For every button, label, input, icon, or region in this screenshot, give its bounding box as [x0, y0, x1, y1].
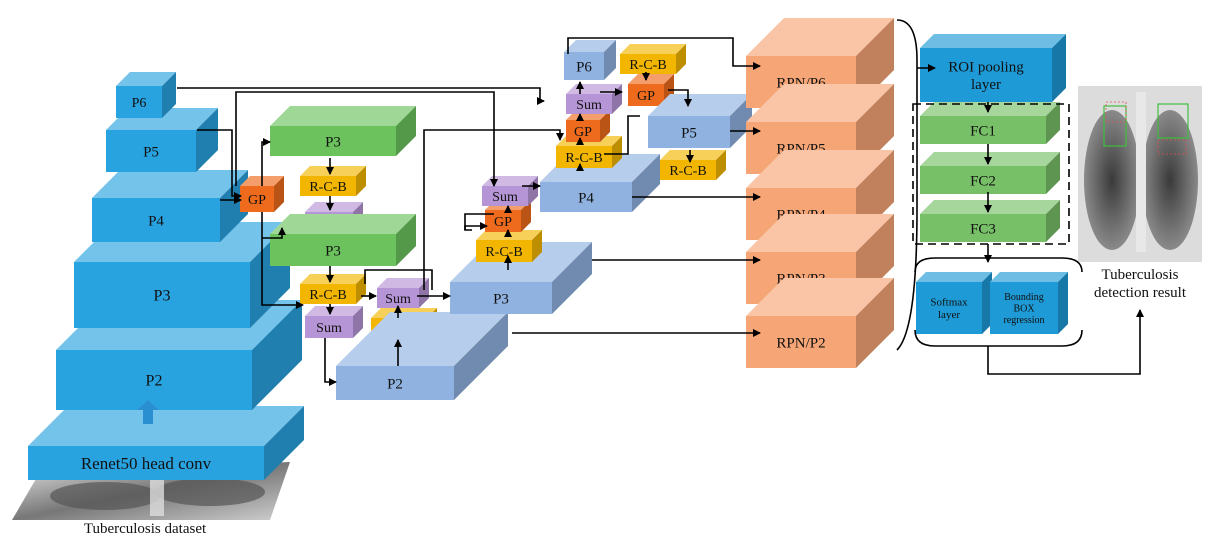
gp-box-4-label: GP [637, 89, 655, 104]
blue-p2-box-label: P2 [387, 376, 403, 392]
rcb-box-4-label: R-C-B [485, 245, 522, 260]
bbox-regression-box-label-2: BOX [1013, 304, 1035, 315]
rcb-box-1: R-C-B [300, 166, 366, 196]
fc2-box: FC2 [920, 152, 1060, 194]
result-caption-line1: Tuberculosis [1101, 267, 1179, 283]
fc3-box-label: FC3 [970, 221, 996, 237]
fc-group-box [912, 103, 1070, 245]
rcb-box-7-label: R-C-B [669, 164, 706, 179]
softmax-box-label-2: layer [938, 309, 960, 321]
fc3-box: FC3 [920, 200, 1060, 242]
gp-box-1-label: GP [248, 193, 266, 208]
bbox-regression-box-label-3: regression [1003, 315, 1044, 326]
dataset-caption: Tuberculosis dataset [83, 521, 207, 537]
blue-p3-box-label: P3 [493, 291, 509, 307]
sum-box-5-label: Sum [576, 98, 602, 113]
rcb-box-2: R-C-B [300, 274, 366, 304]
detection-box-right [1157, 103, 1189, 139]
sum-box-2-label: Sum [316, 321, 342, 336]
rcb-box-6-label: R-C-B [629, 58, 666, 73]
backbone-p4-box-label: P4 [148, 213, 164, 229]
backbone-p5-box: P5 [106, 108, 218, 172]
blue-p5-box: P5 [648, 94, 752, 148]
gp-box-3: GP [566, 110, 610, 142]
blue-p4-box-label: P4 [578, 190, 594, 206]
green-p3-top-box-label: P3 [325, 134, 341, 150]
rpn-box-5-label: RPN/P2 [776, 335, 825, 351]
backbone-p6-box-label: P6 [132, 96, 147, 111]
backbone-base-box: Renet50 head conv [28, 406, 304, 480]
backbone-base-box-label: Renet50 head conv [81, 454, 212, 473]
blue-p5-box-label: P5 [681, 125, 697, 141]
sum-box-2: Sum [305, 306, 363, 338]
blue-p2-box: P2 [336, 312, 508, 400]
softmax-box-label-1: Softmax [930, 297, 968, 309]
fc1-box-label: FC1 [970, 123, 996, 139]
backbone-p2-box-label: P2 [146, 373, 163, 390]
green-p3-bottom-box-label: P3 [325, 243, 341, 259]
bbox-regression-box-label-1: Bounding [1004, 292, 1043, 303]
backbone-p6-box: P6 [116, 72, 176, 118]
sum-box-4-label: Sum [492, 190, 518, 205]
rcb-box-1-label: R-C-B [309, 180, 346, 195]
sum-box-3: Sum [377, 278, 429, 308]
sum-box-5: Sum [566, 84, 622, 114]
backbone-p4-box: P4 [92, 170, 248, 242]
green-p3-top-box: P3 [270, 106, 416, 156]
gp-box-3-label: GP [574, 125, 592, 140]
connector-lines [137, 19, 1144, 424]
rpn-box-5: RPN/P2 [746, 278, 894, 368]
green-p3-bottom-box: P3 [270, 214, 416, 266]
blue-p6-box-label: P6 [576, 59, 592, 75]
rcb-box-4: R-C-B [476, 230, 542, 262]
sum-box-4: Sum [482, 176, 538, 206]
detection-box-left [1103, 105, 1127, 147]
gp-box-2-label: GP [494, 215, 512, 230]
rcb-box-5-label: R-C-B [565, 151, 602, 166]
rcb-box-6: R-C-B [620, 44, 686, 74]
fc2-box-label: FC2 [970, 173, 996, 189]
fc1-box: FC1 [920, 102, 1060, 144]
roi-pooling-box-label-2: layer [971, 77, 1001, 93]
backbone-up-arrow [137, 400, 159, 424]
roi-pooling-box-label-1: ROI pooling [948, 60, 1024, 76]
backbone-p5-box-label: P5 [143, 144, 159, 160]
sum-box-3-label: Sum [385, 292, 411, 307]
result-xray-image [1078, 86, 1202, 262]
result-caption-line2: detection result [1093, 285, 1187, 301]
backbone-p3-box-label: P3 [154, 288, 171, 305]
rcb-box-7: R-C-B [660, 150, 726, 180]
blue-p6-box: P6 [564, 40, 616, 80]
rcb-box-2-label: R-C-B [309, 288, 346, 303]
